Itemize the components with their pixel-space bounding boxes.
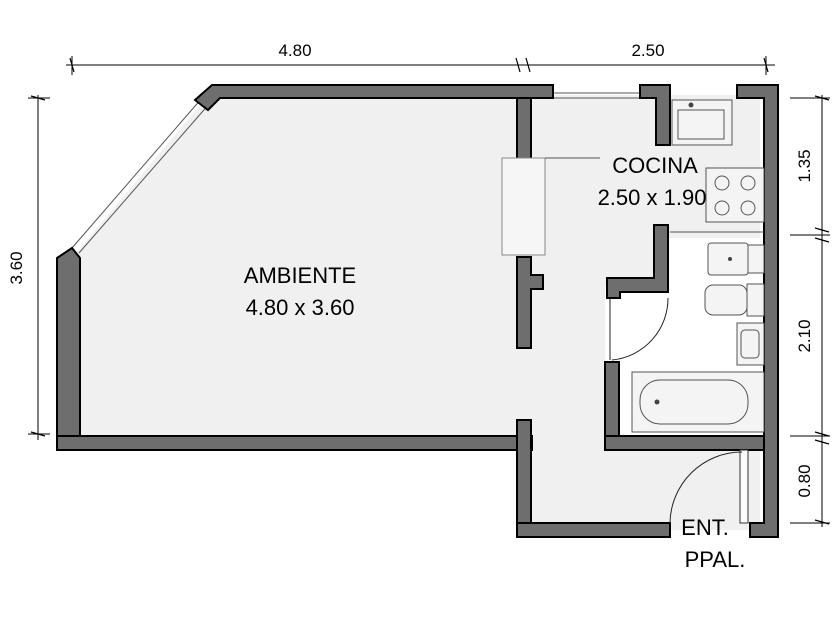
bidet [707,242,765,276]
entrance-label: ENT. PPAL. [681,515,745,572]
entrance-line1: ENT. [681,515,729,540]
dimension-right-3-text: 0.80 [795,464,814,497]
dimension-right: 1.35 2.10 0.80 [790,95,830,527]
dimension-top: 4.80 2.50 [66,41,775,75]
toilet [704,283,765,317]
bathtub [631,371,765,433]
ambiente-name: AMBIENTE [244,263,356,288]
washbasin [736,322,765,366]
kitchen-counter-opening [501,157,600,256]
dimension-left-text: 3.60 [7,251,26,284]
entrance-line2: PPAL. [685,547,746,572]
ambiente-size: 4.80 x 3.60 [246,295,355,320]
cocina-size: 2.50 x 1.90 [598,185,707,210]
cocina-name: COCINA [612,153,698,178]
dimension-right-1-text: 1.35 [795,149,814,182]
stove [705,167,765,223]
bathroom-door [609,297,669,361]
dimension-left: 3.60 [7,95,50,440]
dimension-top-left-text: 4.80 [278,41,311,60]
room-label-ambiente: AMBIENTE 4.80 x 3.60 [244,263,356,320]
top-window [553,92,640,99]
entrance-door [669,449,749,524]
dimension-top-right-text: 2.50 [631,41,664,60]
walls [56,84,779,538]
dimension-right-2-text: 2.10 [795,319,814,352]
kitchen-sink [671,99,733,146]
angled-window [71,97,211,254]
room-label-cocina: COCINA 2.50 x 1.90 [598,153,707,210]
